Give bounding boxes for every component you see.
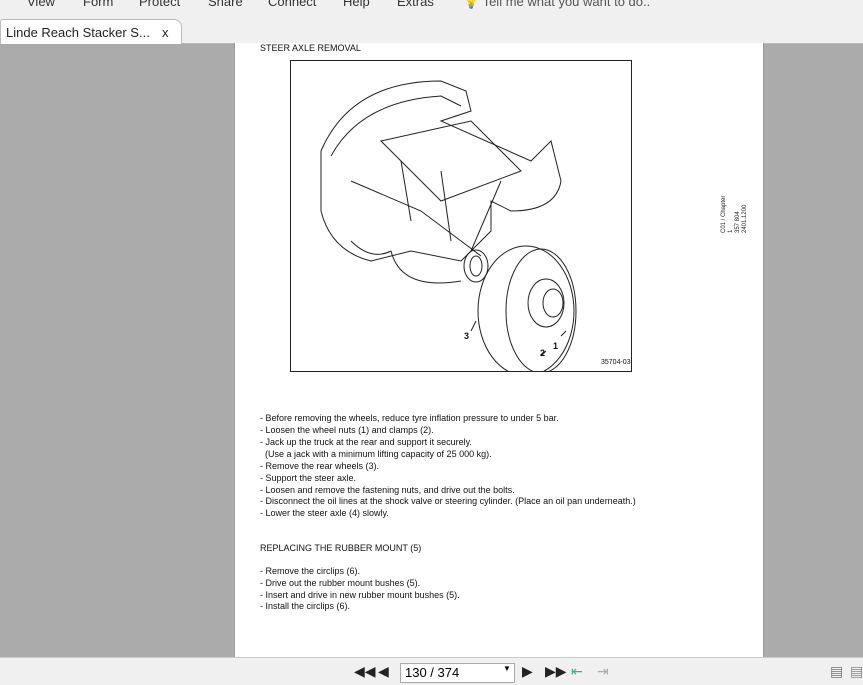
menu-form[interactable]: Form: [83, 0, 114, 9]
side-note-line: C01 / Chapter 1: [721, 195, 734, 233]
step: - Lower the steer axle (4) slowly.: [260, 508, 389, 518]
tab-label: Linde Reach Stacker S...: [6, 25, 150, 40]
step: - Install the circlips (6).: [260, 601, 351, 611]
steer-axle-illustration: [320, 80, 577, 377]
step: - Remove the rear wheels (3).: [260, 461, 380, 471]
figure-id: 35704-03: [601, 359, 631, 366]
tell-me-search[interactable]: 💡 Tell me what you want to do..: [463, 0, 650, 10]
step: - Insert and drive in new rubber mount b…: [260, 590, 460, 600]
menu-protect[interactable]: Protect: [139, 0, 181, 9]
menu-extras[interactable]: Extras: [397, 0, 434, 9]
next-view-icon[interactable]: ⇥: [597, 663, 609, 679]
first-page-button[interactable]: ◀◀: [354, 663, 376, 679]
last-page-button[interactable]: ▶▶: [545, 663, 567, 679]
side-note-line: 357 804 2401.1200: [735, 204, 748, 233]
step: - Support the steer axle.: [260, 473, 357, 483]
step: - Loosen the wheel nuts (1) and clamps (…: [260, 425, 434, 435]
callout-1: 1: [553, 341, 559, 351]
menu-share[interactable]: Share: [208, 0, 243, 9]
page-number-value: 130 / 374: [405, 665, 460, 680]
lightbulb-icon: 💡: [463, 0, 483, 9]
side-note: C01 / Chapter 1 357 804 2401.1200: [721, 191, 749, 233]
menu-bar: View Form Protect Share Connect Help Ext…: [0, 0, 863, 17]
document-tab[interactable]: Linde Reach Stacker S... x: [0, 19, 182, 44]
next-page-button[interactable]: ▶: [522, 663, 533, 679]
step: - Drive out the rubber mount bushes (5).: [260, 578, 421, 588]
page-navigation-bar: ◀◀ ◀ 130 / 374 ▼ ▶ ▶▶ ⇤ ⇥ ▤ ▤: [0, 657, 863, 685]
single-page-view-icon[interactable]: ▤: [830, 663, 844, 679]
section-heading: REPLACING THE RUBBER MOUNT (5): [260, 543, 422, 553]
document-page: STEER AXLE REMOVAL 3 2 1 35704-03 C01 / …: [234, 43, 764, 657]
steer-axle-figure: 3 2 1 35704-03: [290, 60, 632, 377]
step: (Use a jack with a minimum lifting capac…: [260, 449, 492, 459]
close-icon[interactable]: x: [162, 25, 169, 40]
chevron-down-icon: ▼: [503, 664, 511, 673]
step: - Before removing the wheels, reduce tyr…: [260, 413, 559, 423]
callout-3: 3: [464, 331, 470, 341]
menu-view[interactable]: View: [27, 0, 55, 9]
menu-help[interactable]: Help: [343, 0, 370, 9]
step: - Jack up the truck at the rear and supp…: [260, 437, 472, 447]
page-number-select[interactable]: 130 / 374 ▼: [400, 663, 515, 683]
step: - Remove the circlips (6).: [260, 566, 361, 576]
callout-2: 2: [540, 348, 546, 358]
tab-strip: Linde Reach Stacker S... x: [0, 17, 863, 44]
step: - Disconnect the oil lines at the shock …: [260, 496, 636, 506]
step: - Loosen and remove the fastening nuts, …: [260, 485, 515, 495]
menu-connect[interactable]: Connect: [268, 0, 317, 9]
previous-view-icon[interactable]: ⇤: [571, 663, 583, 679]
previous-page-button[interactable]: ◀: [378, 663, 389, 679]
tell-me-text: Tell me what you want to do..: [482, 0, 651, 9]
continuous-view-icon[interactable]: ▤: [850, 663, 863, 679]
section-heading: STEER AXLE REMOVAL: [260, 43, 361, 53]
